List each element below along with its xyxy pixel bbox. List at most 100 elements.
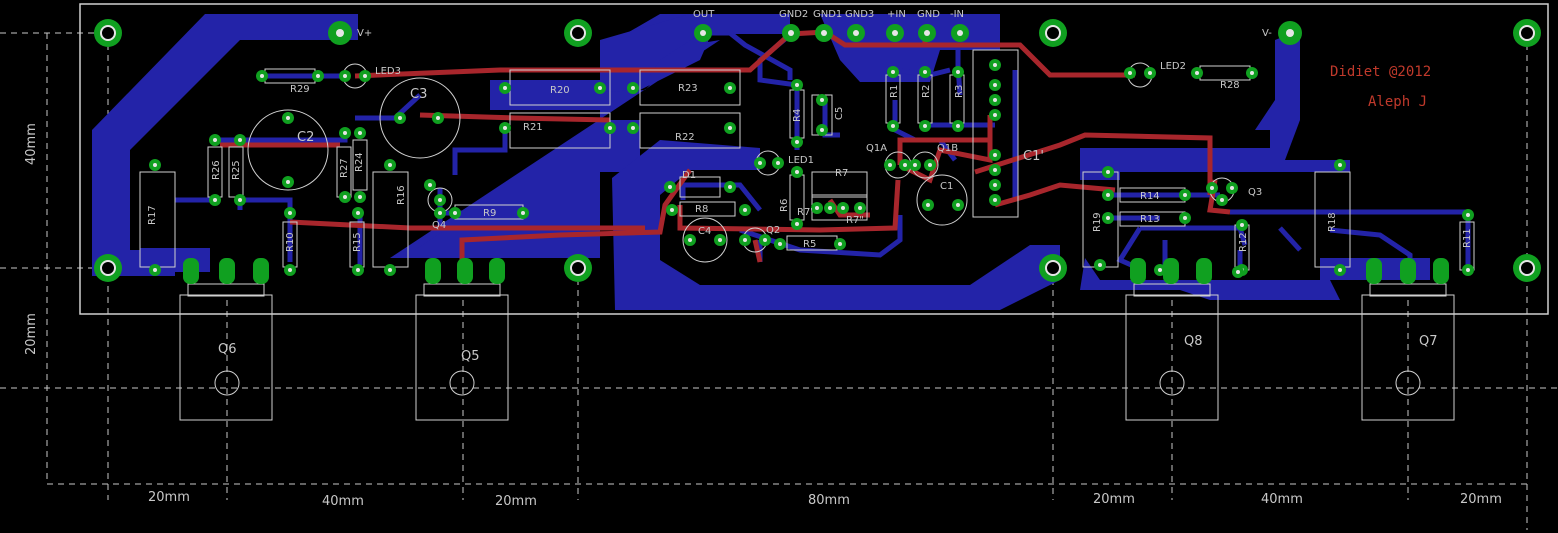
pad-hole [453,211,457,215]
part-label: LED2 [1160,61,1186,72]
pad-hole [343,131,347,135]
pad-hole [358,195,362,199]
pad-hole [343,195,347,199]
pad-hole [260,74,264,78]
pad-hole [1098,263,1102,267]
pad-hole [913,163,917,167]
pad-hole [1128,71,1132,75]
pad-hole [1210,186,1214,190]
pad-hole [820,128,824,132]
pad-hole [891,70,895,74]
mounting-hole [94,19,122,47]
part-label: R7" [846,215,864,226]
label-minus-in: -IN [950,9,964,20]
part-label: R11 [1462,228,1473,248]
part-label: R6 [779,199,790,212]
dim-label-horizontal-3: 20mm [495,494,537,509]
part-label: R13 [1140,214,1160,225]
pad-hole [1158,268,1162,272]
mounting-hole [564,19,592,47]
pad-hole [238,198,242,202]
pad-hole [795,83,799,87]
label-v-plus: V+ [357,28,372,39]
part-label: R27 [339,158,350,178]
part-label: R12 [1238,232,1249,252]
pad-hole [956,70,960,74]
part-label: R17 [147,205,158,225]
pad-hole [356,211,360,215]
pad-hole [993,198,997,202]
dim-label-horizontal-5: 20mm [1093,492,1135,507]
pad-hole [363,74,367,78]
part-label: R7 [835,168,848,179]
part-label: LED3 [375,66,401,77]
pad-hole [1183,216,1187,220]
pad-hole [993,183,997,187]
label-gnd1: GND1 [813,9,842,20]
power-transistor-Q6 [179,283,273,421]
pad-v-minus [1278,21,1302,45]
part-label: LED1 [788,155,814,166]
pad-hole [153,268,157,272]
pad-v-plus [328,21,352,45]
connector-pad-gnd3 [847,24,865,42]
part-label: R21 [523,122,543,133]
pad-hole [841,206,845,210]
dim-label-horizontal-2: 40mm [322,494,364,509]
pad-hole [993,63,997,67]
pad-hole [993,83,997,87]
part-label: R28 [1220,80,1240,91]
pad-hole [993,98,997,102]
pad-hole [238,138,242,142]
pad-hole [743,238,747,242]
dim-label-vertical-2: 20mm [24,313,39,355]
pad-hole [1220,198,1224,202]
part-label: R16 [396,185,407,205]
pad-hole [795,140,799,144]
pad-hole [688,238,692,242]
pad-hole [1338,163,1342,167]
pad-hole [923,124,927,128]
mounting-hole [564,254,592,282]
connector-pad-out [694,24,712,42]
pad-hole [358,131,362,135]
board-outline [79,3,1549,315]
connector-pad-gnd [918,24,936,42]
part-label: Q1B [937,143,958,154]
mounting-holes [94,19,1541,282]
part-label: R19 [1092,212,1103,232]
transistor-lead-pads [183,258,1449,284]
pad-hole [631,86,635,90]
component-pads [149,59,1474,278]
dimension-lines [0,32,1558,530]
part-label: R26 [211,160,222,180]
pad-hole [153,163,157,167]
part-label: R10 [285,232,296,252]
label-plus-in: +IN [887,9,906,20]
part-label: D1 [682,170,696,181]
pad-hole [1106,193,1110,197]
pad-hole [316,74,320,78]
pad-hole [503,126,507,130]
pad-hole [1338,268,1342,272]
dim-label-horizontal-1: 20mm [148,490,190,505]
label-v-minus: V- [1262,28,1272,39]
part-label: C1' [1023,149,1044,164]
connector-pads [694,24,969,42]
pad-hole [743,208,747,212]
mounting-hole [94,254,122,282]
pad-hole [1240,223,1244,227]
part-label: R2 [921,85,932,98]
pad-hole [820,98,824,102]
pad-hole [1183,193,1187,197]
part-label: R23 [678,83,698,94]
part-label: Q6 [218,342,237,357]
pad-hole [956,124,960,128]
part-label: R29 [290,84,310,95]
supply-pads [328,21,1302,45]
part-label: R8 [695,204,708,215]
label-gnd2: GND2 [779,9,808,20]
pad-hole [926,203,930,207]
pad-hole [763,238,767,242]
part-label: Q2 [766,225,780,236]
